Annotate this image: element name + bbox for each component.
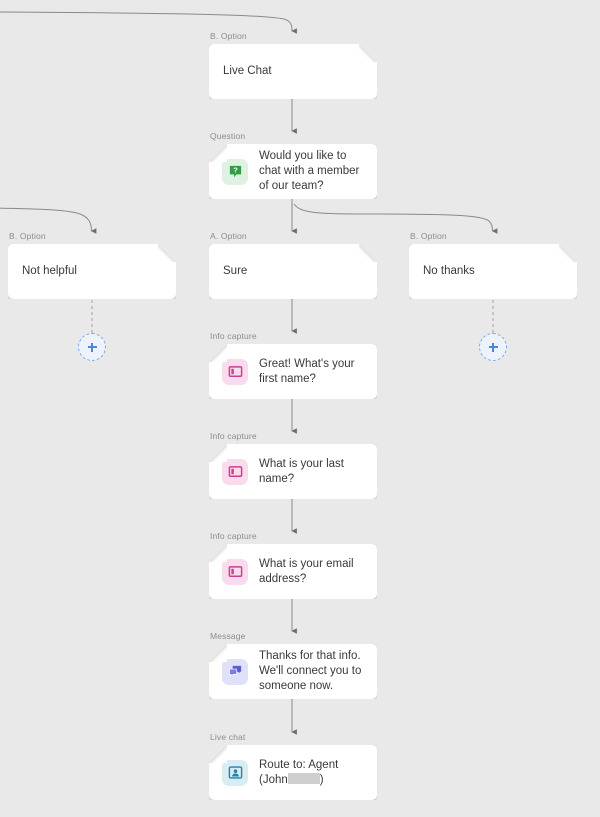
node-info-first-name[interactable]: Info capture Great! What's your first na… — [209, 331, 377, 399]
form-capture-icon — [222, 358, 248, 385]
node-card[interactable]: Thanks for that info. We'll connect you … — [209, 644, 377, 699]
node-text: What is your last name? — [259, 457, 344, 485]
node-live-chat-route[interactable]: Live chat Route to: Agent (John) — [209, 732, 377, 800]
node-label: Message — [210, 631, 246, 641]
add-step-button-right[interactable] — [479, 333, 507, 361]
edge-incoming-nothelpful — [0, 207, 97, 234]
svg-text:?: ? — [233, 165, 238, 174]
node-label: Info capture — [210, 531, 257, 541]
node-card[interactable]: No thanks — [409, 244, 577, 299]
node-card[interactable]: Sure — [209, 244, 377, 299]
node-question[interactable]: Question ? Would you like to chat with a… — [209, 131, 377, 199]
node-label: Info capture — [210, 331, 257, 341]
node-card[interactable]: Route to: Agent (John) — [209, 745, 377, 800]
node-option-live-chat[interactable]: B. Option Live Chat — [209, 31, 377, 99]
edge-incoming — [0, 11, 297, 34]
node-label: B. Option — [9, 231, 46, 241]
route-text-after: ) — [319, 773, 324, 786]
node-text: What is your email address? — [259, 557, 354, 585]
node-text: Sure — [223, 265, 248, 277]
node-option-no-thanks[interactable]: B. Option No thanks — [409, 231, 577, 299]
edge-question-nothanks — [293, 203, 498, 234]
add-step-button-left[interactable] — [78, 333, 106, 361]
node-text: No thanks — [423, 265, 475, 277]
node-label: A. Option — [210, 231, 247, 241]
form-capture-icon — [222, 558, 248, 585]
node-option-not-helpful[interactable]: B. Option Not helpful — [8, 231, 176, 299]
node-text: Thanks for that info. We'll connect you … — [259, 650, 362, 692]
node-text: Live Chat — [223, 65, 272, 77]
node-card[interactable]: What is your email address? — [209, 544, 377, 599]
node-label: B. Option — [210, 31, 247, 41]
node-text: Route to: Agent (John) — [259, 758, 365, 788]
question-bubble-icon: ? — [222, 158, 248, 185]
node-text: Would you like to chat with a member of … — [259, 150, 360, 192]
node-label: Question — [210, 131, 246, 141]
node-card[interactable]: What is your last name? — [209, 444, 377, 499]
redacted-agent-name — [287, 772, 320, 784]
plus-icon — [87, 342, 97, 352]
node-info-last-name[interactable]: Info capture What is your last name? — [209, 431, 377, 499]
node-label: Live chat — [210, 732, 246, 742]
node-card[interactable]: Not helpful — [8, 244, 176, 299]
node-info-email[interactable]: Info capture What is your email address? — [209, 531, 377, 599]
node-card[interactable]: Live Chat — [209, 44, 377, 99]
node-text: Not helpful — [22, 265, 77, 277]
form-capture-icon — [222, 458, 248, 485]
node-card[interactable]: Great! What's your first name? — [209, 344, 377, 399]
chat-bubbles-icon — [222, 658, 248, 685]
node-message-thanks[interactable]: Message Thanks for that info. We'll conn… — [209, 631, 377, 699]
agent-screen-icon — [222, 759, 248, 786]
node-option-sure[interactable]: A. Option Sure — [209, 231, 377, 299]
node-label: B. Option — [410, 231, 447, 241]
node-text: Great! What's your first name? — [259, 357, 355, 385]
route-text-before: Route to: Agent (John — [259, 758, 339, 786]
node-label: Info capture — [210, 431, 257, 441]
node-card[interactable]: ? Would you like to chat with a member o… — [209, 144, 377, 199]
plus-icon — [488, 342, 498, 352]
